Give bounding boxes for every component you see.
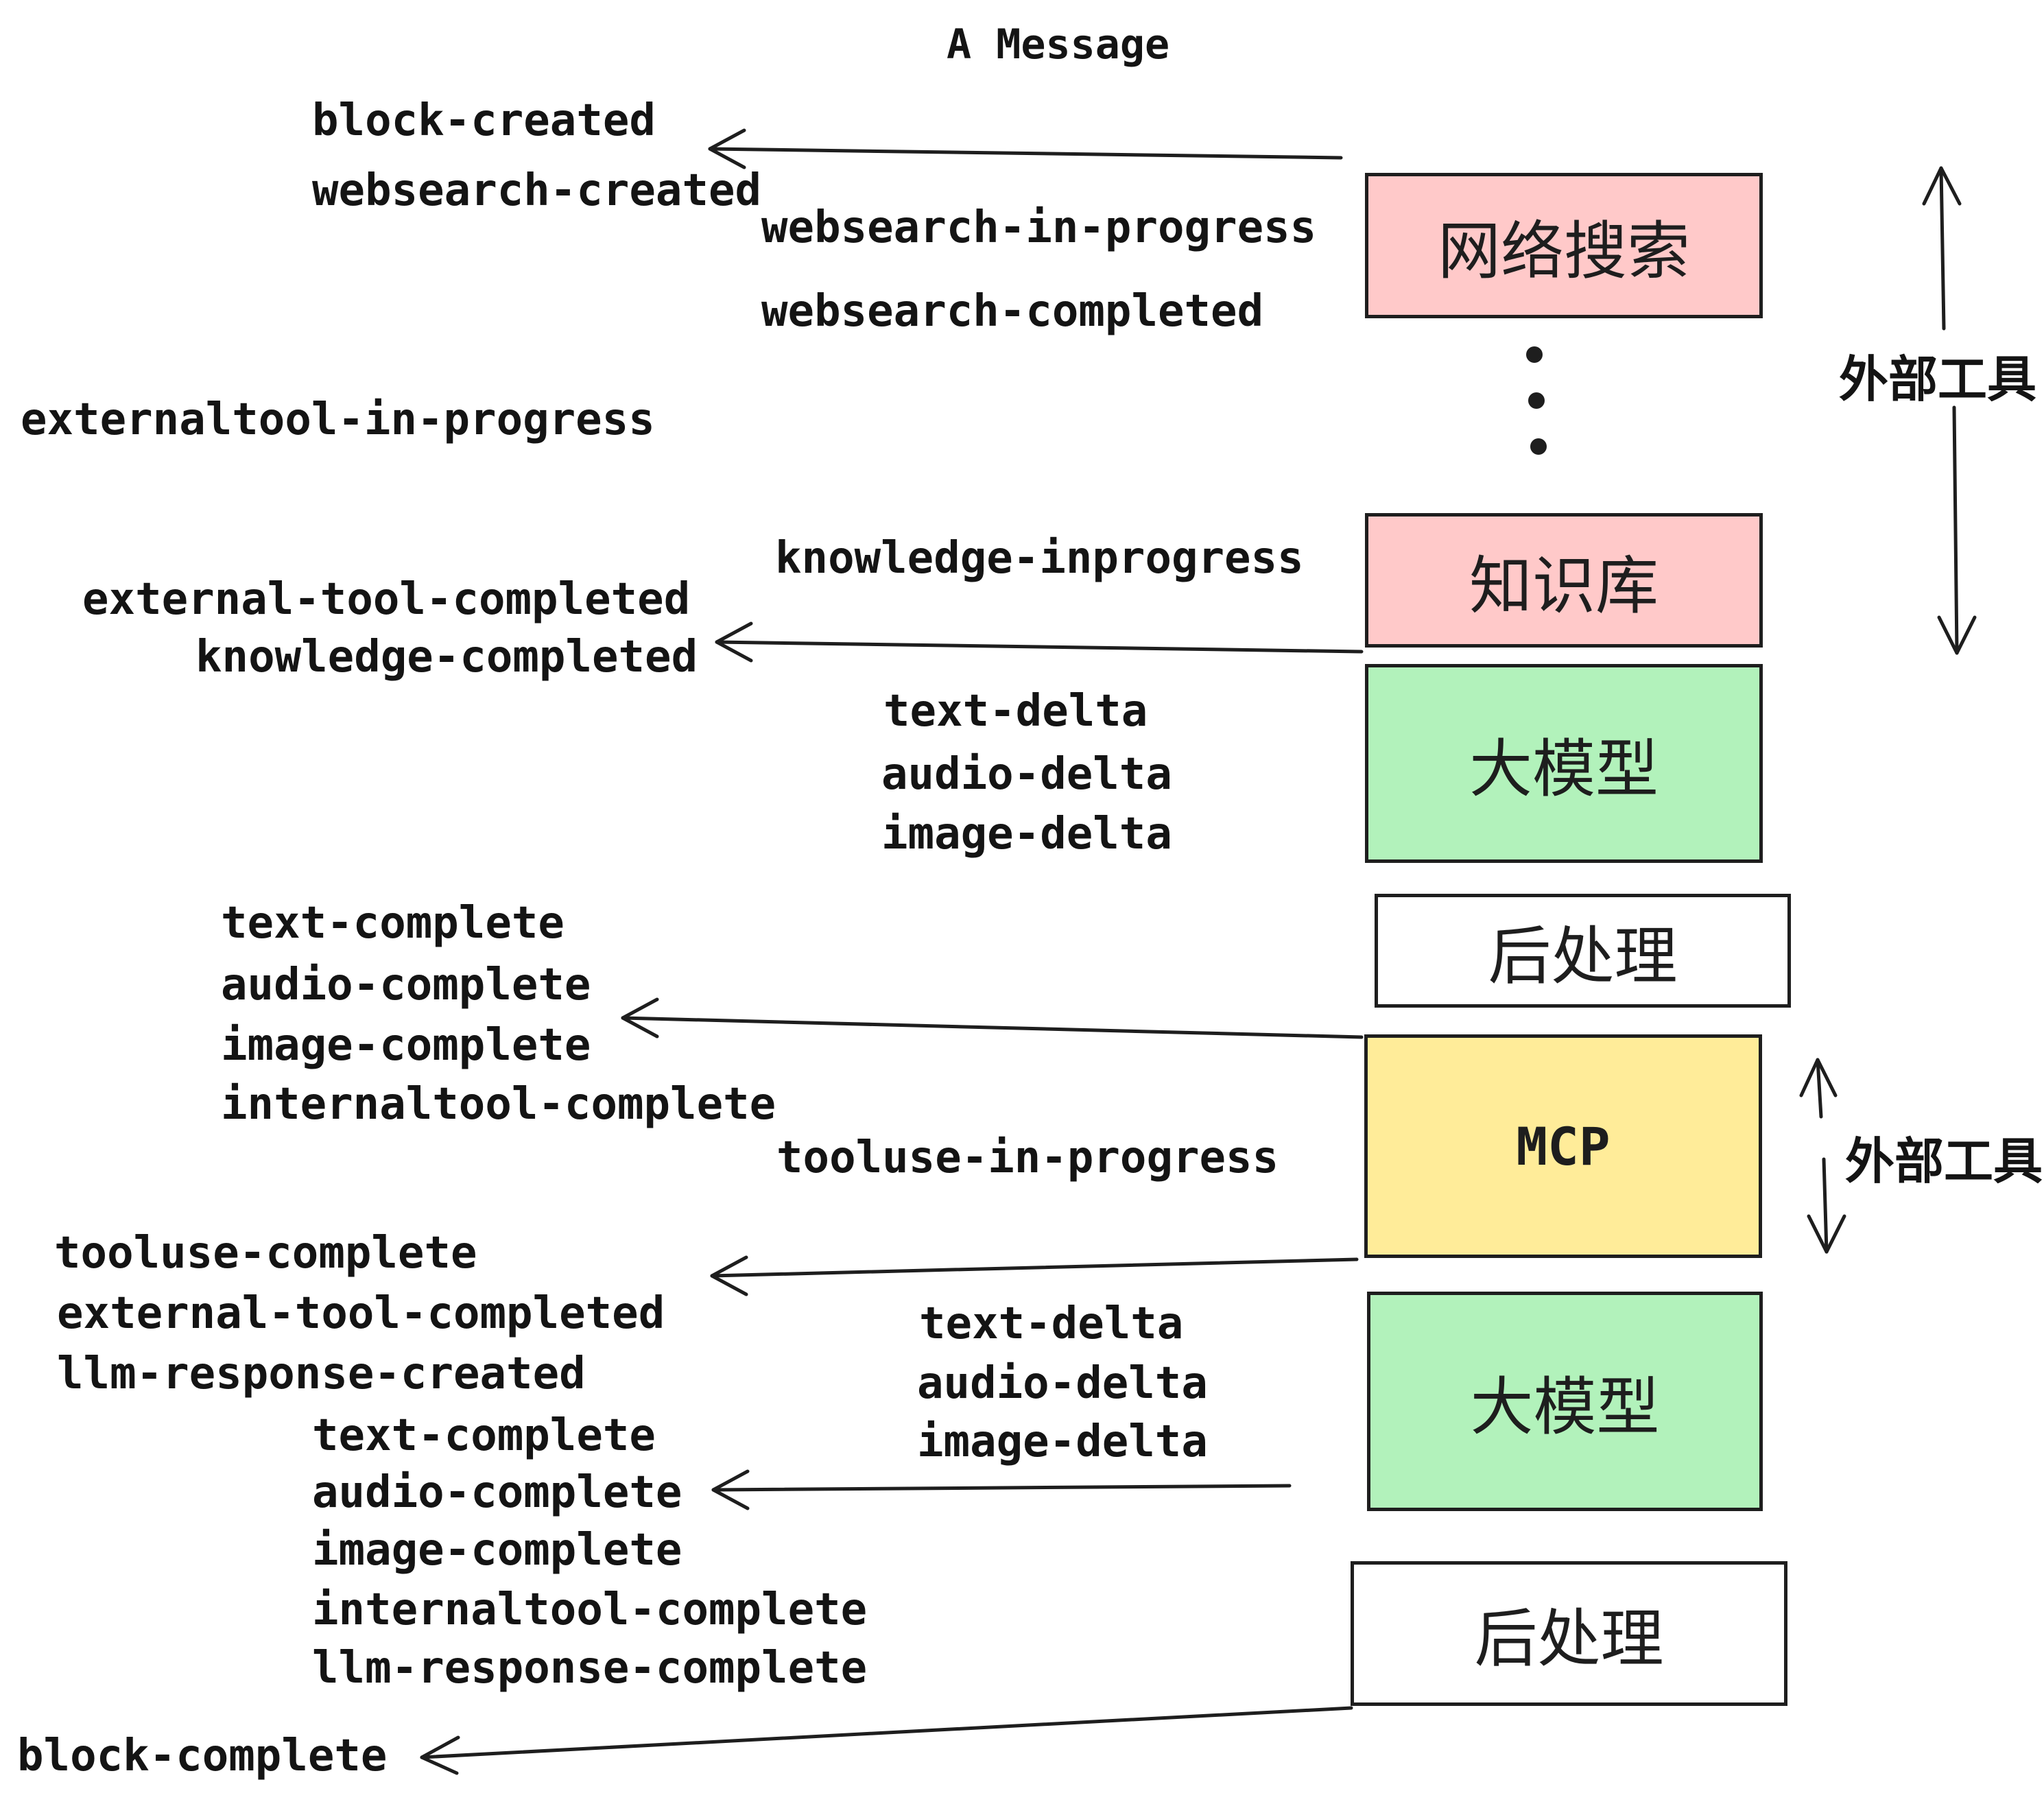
arrow-knowledge-completed [715,621,1364,663]
node-llm-2: 大模型 [1367,1292,1763,1511]
event-tooluse-in-progress: tooluse-in-progress [776,1132,1279,1183]
node-llm-2-label: 大模型 [1470,1370,1660,1444]
node-postprocess-2: 后处理 [1351,1561,1787,1706]
node-mcp-label: MCP [1516,1115,1611,1177]
event-text-complete-1: text-complete [221,898,565,949]
event-block-created: block-created [312,95,656,146]
event-llm-response-complete: llm-response-complete [312,1643,868,1694]
event-audio-complete-1: audio-complete [221,960,591,1010]
event-text-delta-1: text-delta [883,686,1148,737]
arrow-internal-complete [621,997,1364,1039]
event-text-delta-2: text-delta [919,1298,1184,1349]
event-tooluse-complete: tooluse-complete [54,1228,477,1279]
arrow-block-complete [420,1706,1353,1775]
external-tools-top-up-arrow [1922,166,1962,331]
node-postprocess-2-label: 后处理 [1474,1602,1664,1676]
node-llm-1-label: 大模型 [1469,732,1659,806]
event-text-complete-2: text-complete [312,1410,656,1461]
event-audio-complete-2: audio-complete [312,1467,682,1518]
event-internaltool-complete-1: internaltool-complete [221,1079,776,1130]
node-websearch-label: 网络搜索 [1437,214,1690,288]
external-tools-mcp-up-arrow [1799,1058,1838,1119]
event-websearch-created: websearch-created [312,165,762,216]
event-audio-delta-2: audio-delta [917,1358,1208,1409]
event-knowledge-inprogress: knowledge-inprogress [775,533,1304,584]
arrow-websearch-created [708,128,1343,169]
node-knowledge-label: 知识库 [1469,549,1659,623]
event-knowledge-completed: knowledge-completed [195,632,698,683]
diagram-title: A Message [947,21,1170,69]
node-llm-1: 大模型 [1365,664,1763,863]
event-external-tool-completed-2: external-tool-completed [57,1288,665,1339]
node-knowledge: 知识库 [1365,513,1763,648]
event-image-delta-2: image-delta [917,1416,1208,1467]
event-image-complete-2: image-complete [312,1525,682,1576]
node-postprocess-1-label: 后处理 [1488,919,1678,993]
event-llm-response-created: llm-response-created [57,1349,586,1399]
node-postprocess-1: 后处理 [1375,894,1791,1008]
node-mcp: MCP [1364,1034,1762,1258]
arrow-llm2-complete [711,1469,1292,1510]
event-image-delta-1: image-delta [881,809,1172,859]
external-tools-top-down-arrow [1937,405,1977,655]
event-websearch-in-progress: websearch-in-progress [761,202,1317,253]
event-externaltool-in-progress: externaltool-in-progress [21,394,655,445]
event-audio-delta-1: audio-delta [881,749,1172,800]
event-block-complete: block-complete [17,1731,388,1781]
event-image-complete-1: image-complete [221,1020,591,1071]
annotation-external-tools-mcp: 外部工具 [1845,1132,2043,1190]
event-external-tool-completed-1: external-tool-completed [82,574,691,625]
arrow-tooluse-complete [710,1255,1359,1296]
external-tools-mcp-down-arrow [1807,1157,1846,1254]
node-websearch: 网络搜索 [1365,173,1763,318]
event-internaltool-complete-2: internaltool-complete [312,1585,868,1635]
ellipsis-dots [1526,346,1547,455]
event-websearch-completed: websearch-completed [761,286,1264,337]
annotation-external-tools-top: 外部工具 [1839,351,2037,408]
